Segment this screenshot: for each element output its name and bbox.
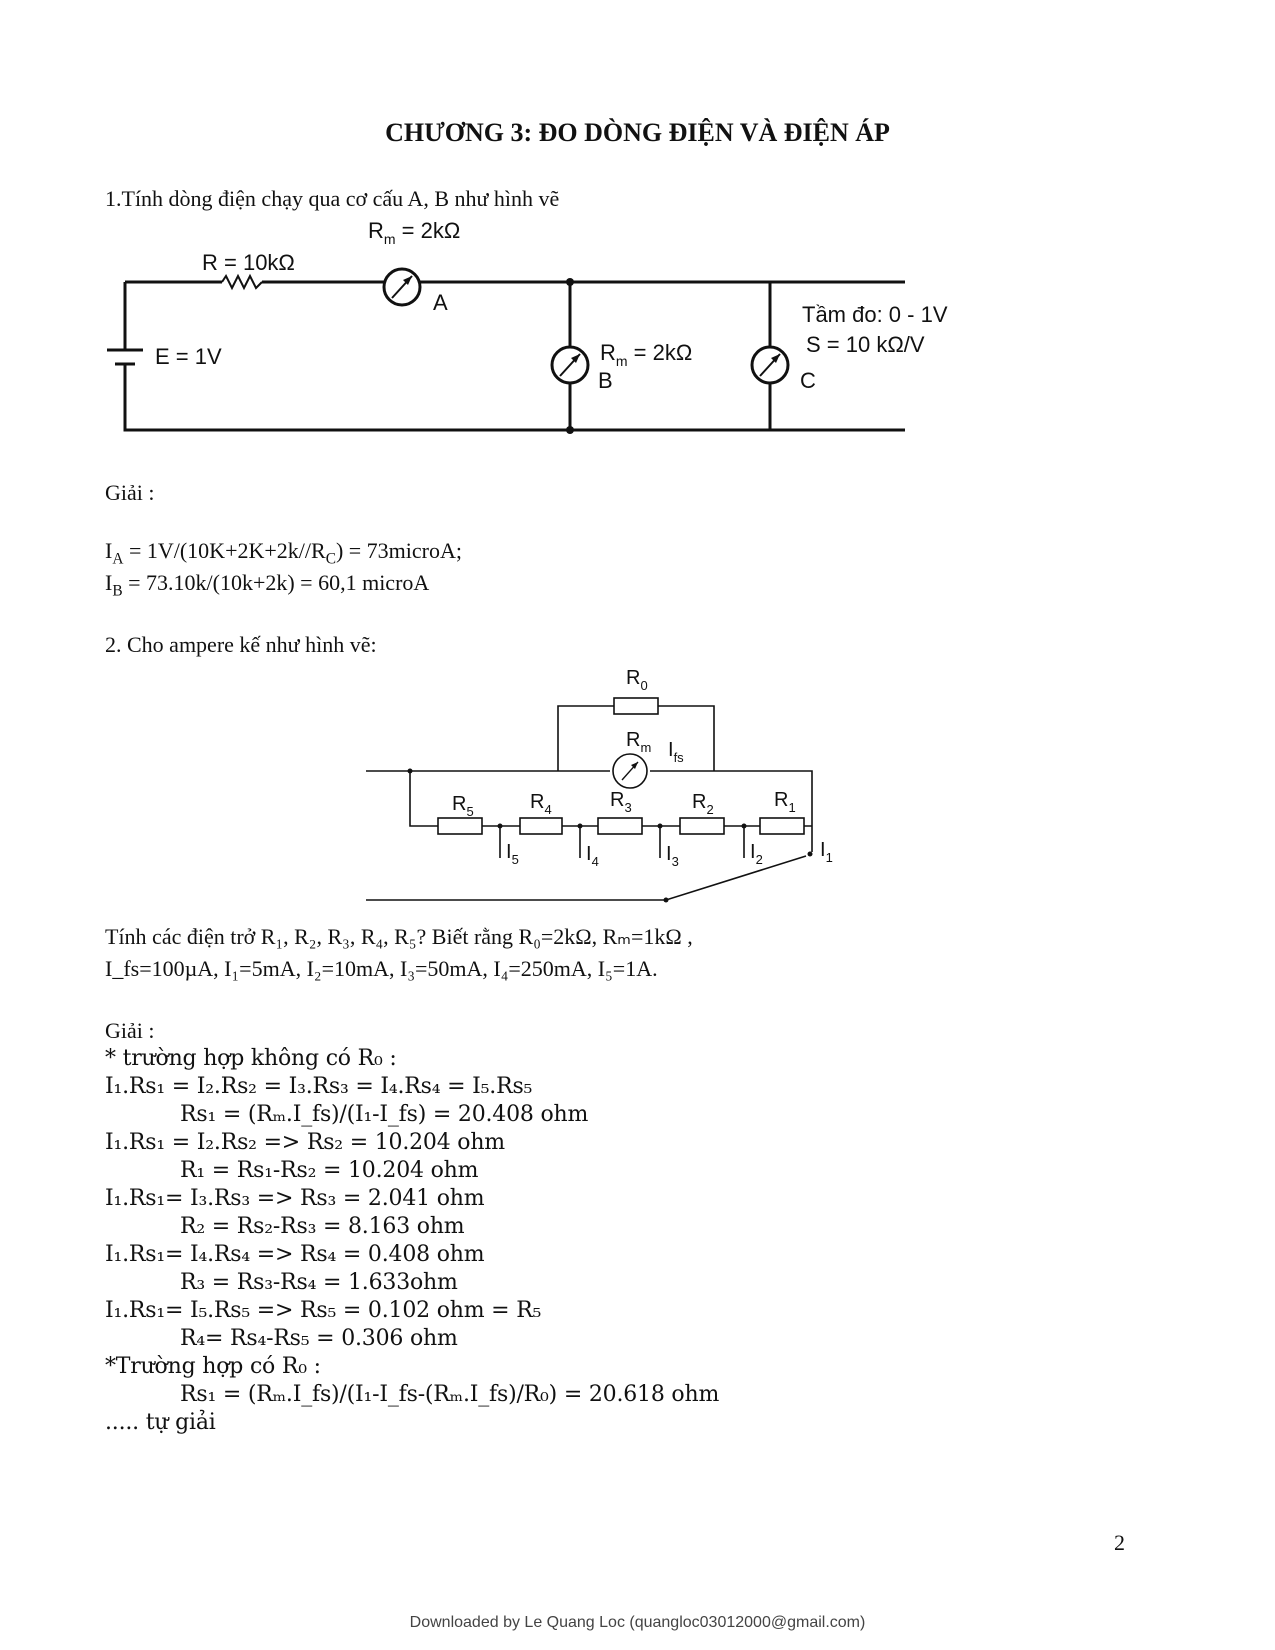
problem2-question-line1: Tính các điện trở R₁, R₂, R₃, R₄, R₅? Bi… <box>105 924 693 949</box>
label-r0: R0 <box>626 667 648 693</box>
resistor-r5 <box>437 817 483 835</box>
solution2-line: I₁.Rs₁= I₄.Rs₄ => Rs₄ = 0.408 ohm <box>105 1242 485 1267</box>
label-r5: R5 <box>452 793 474 819</box>
rm-a-label: Rm = 2kΩ <box>368 218 460 247</box>
label-i4: I4 <box>586 843 599 869</box>
label-ifs: Ifs <box>668 739 684 765</box>
solution2-line: Rs₁ = (Rₘ.I_fs)/(I₁-I_fs-(Rₘ.I_fs)/R₀) =… <box>180 1382 720 1407</box>
resistor-r2 <box>679 817 725 835</box>
rm-b-label: Rm = 2kΩ <box>600 340 692 369</box>
solution2-line: I₁.Rs₁= I₅.Rs₅ => Rs₅ = 0.102 ohm = R₅ <box>105 1298 542 1323</box>
meter-b-letter: B <box>598 368 613 393</box>
label-r4: R4 <box>530 791 552 817</box>
meter-c-letter: C <box>800 368 816 393</box>
label-i2: I2 <box>750 841 763 867</box>
solution2-line: I₁.Rs₁ = I₂.Rs₂ = I₃.Rs₃ = I₄.Rs₄ = I₅.R… <box>105 1074 533 1099</box>
solution2-line: R₄= Rs₄-Rs₅ = 0.306 ohm <box>180 1326 458 1351</box>
range-label: Tầm đo: 0 - 1V <box>802 302 948 327</box>
page-title: CHƯƠNG 3: ĐO DÒNG ĐIỆN VÀ ĐIỆN ÁP <box>385 118 890 147</box>
solution2-line: I₁.Rs₁= I₃.Rs₃ => Rs₃ = 2.041 ohm <box>105 1186 485 1211</box>
meter-a-icon <box>382 267 422 307</box>
label-r2: R2 <box>692 791 714 817</box>
solution1-ia: IA = 1V/(10K+2K+2k//RC) = 73microA; <box>105 538 463 568</box>
label-i5: I5 <box>506 841 519 867</box>
resistor-r0 <box>613 697 659 715</box>
circuit-diagram-2: R0 Rm Ifs R5 R4 R3 R2 R1 I5 I4 I3 I2 I1 <box>366 667 833 903</box>
problem2-question-line2: I_fs=100µA, I₁=5mA, I₂=10mA, I₃=50mA, I₄… <box>105 956 658 981</box>
meter-c-icon <box>750 345 790 385</box>
solution2-line: Rs₁ = (Rₘ.I_fs)/(I₁-I_fs) = 20.408 ohm <box>180 1102 589 1127</box>
solution2-line: ..... tự giải <box>105 1410 216 1435</box>
solution2-heading: Giải : <box>105 1018 155 1043</box>
junction-dot <box>566 278 574 286</box>
label-i3: I3 <box>666 843 679 869</box>
resistor-r-label: R = 10kΩ <box>202 250 295 275</box>
solution2-line: R₁ = Rs₁-Rs₂ = 10.204 ohm <box>180 1158 479 1183</box>
junction-dot <box>566 426 574 434</box>
meter-a-letter: A <box>433 290 448 315</box>
meter-rm-icon <box>612 753 648 789</box>
solution2-line: R₃ = Rs₃-Rs₄ = 1.633ohm <box>180 1270 458 1295</box>
resistor-r1 <box>759 817 805 835</box>
label-i1: I1 <box>820 839 833 865</box>
label-rm: Rm <box>626 729 651 755</box>
resistor-r3 <box>597 817 643 835</box>
page-number: 2 <box>1114 1530 1125 1555</box>
label-r3: R3 <box>610 789 632 815</box>
solution1-heading: Giải : <box>105 480 155 505</box>
solution2-line: R₂ = Rs₂-Rs₃ = 8.163 ohm <box>180 1214 465 1239</box>
solution2-line: *Trường hợp có R₀ : <box>105 1354 321 1379</box>
resistor-r4 <box>519 817 563 835</box>
label-r1: R1 <box>774 789 796 815</box>
sensitivity-label: S = 10 kΩ/V <box>806 332 925 357</box>
source-e-label: E = 1V <box>155 344 222 369</box>
problem1-statement: 1.Tính dòng điện chạy qua cơ cấu A, B nh… <box>105 186 560 211</box>
download-footer: Downloaded by Le Quang Loc (quangloc0301… <box>409 1614 866 1631</box>
problem2-statement: 2. Cho ampere kế như hình vẽ: <box>105 632 377 657</box>
solution2-line: I₁.Rs₁ = I₂.Rs₂ => Rs₂ = 10.204 ohm <box>105 1130 505 1155</box>
solution1-ib: IB = 73.10k/(10k+2k) = 60,1 microA <box>105 570 430 600</box>
meter-b-icon <box>550 345 590 385</box>
solution2-line: * trường hợp không có R₀ : <box>105 1046 397 1071</box>
circuit-diagram-1: R = 10kΩ Rm = 2kΩ A E = 1V Rm = 2kΩ B C … <box>107 218 948 434</box>
